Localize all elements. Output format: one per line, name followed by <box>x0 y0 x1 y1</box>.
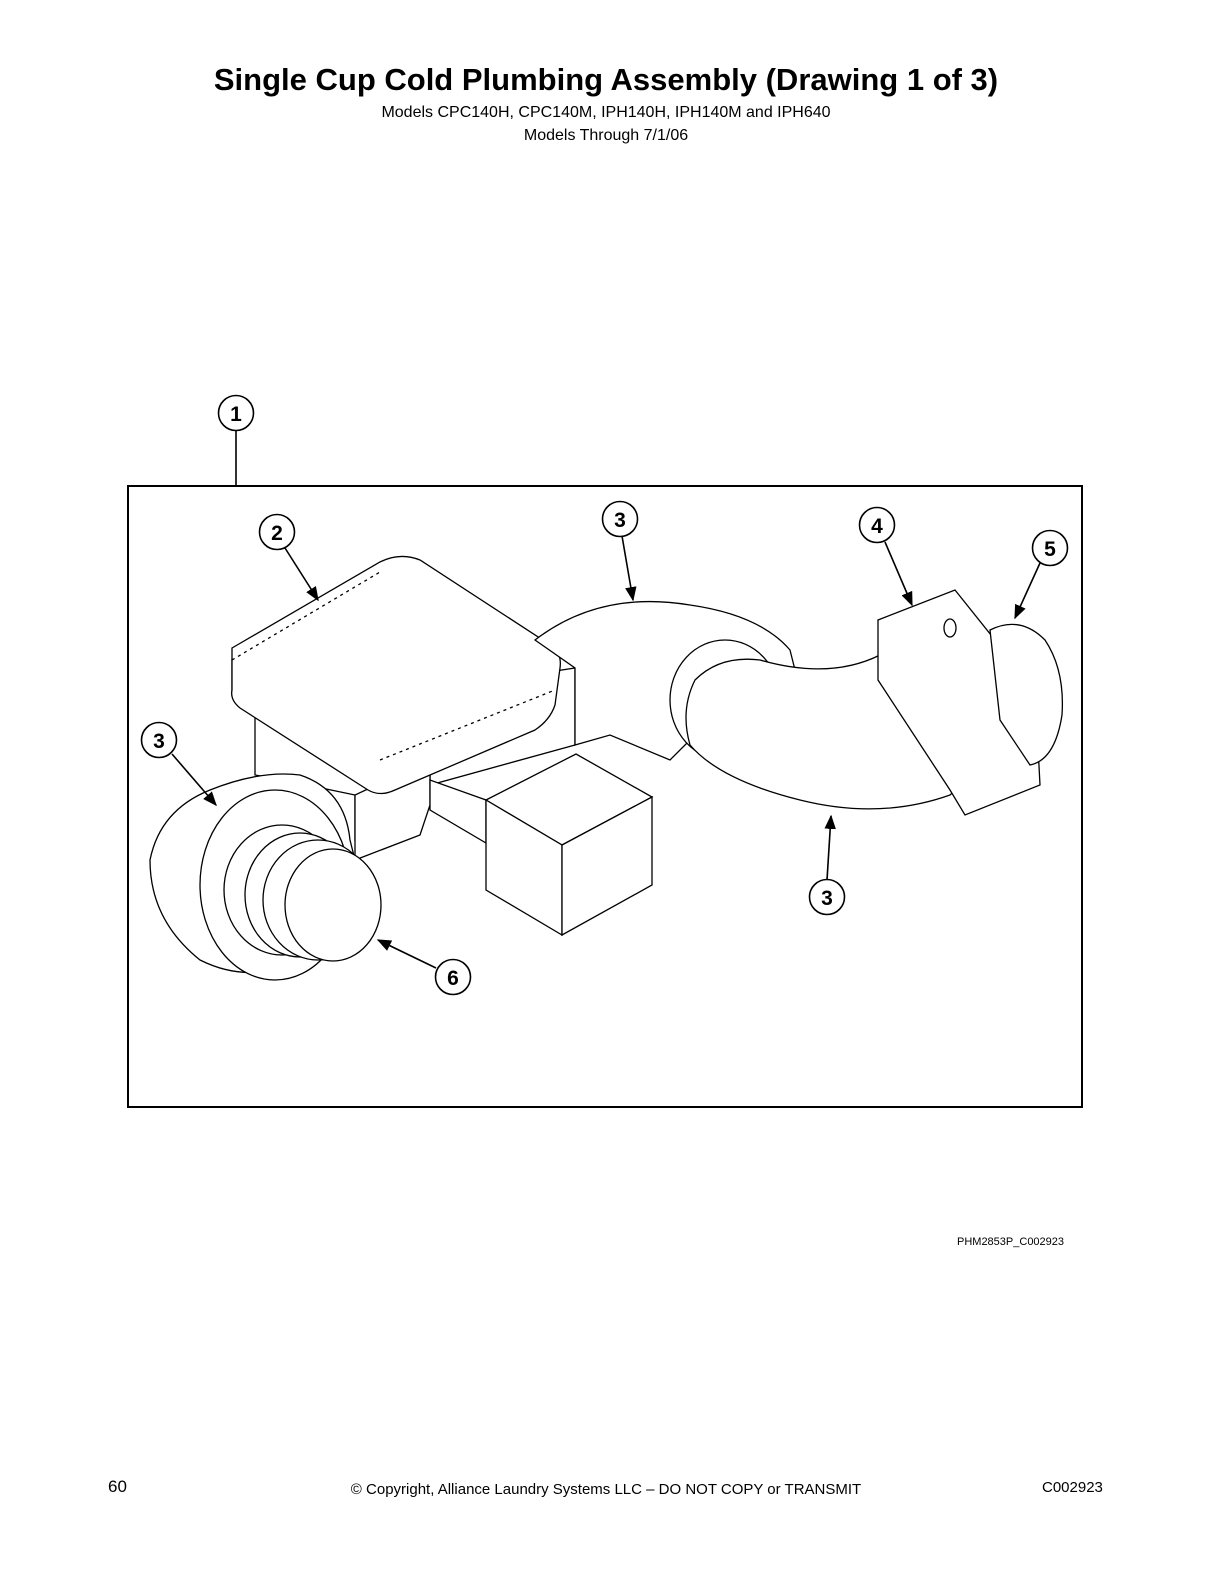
callout-label: 4 <box>871 515 883 538</box>
callout-bubble-5: 5 <box>1031 529 1069 567</box>
callout-bubble-4: 4 <box>858 506 896 544</box>
callout-label: 3 <box>821 887 833 910</box>
leader-3-bottom <box>824 814 836 881</box>
leader-3-left <box>171 753 217 807</box>
flange-hole <box>943 618 957 638</box>
solenoid-side <box>429 779 487 845</box>
copyright-notice: © Copyright, Alliance Laundry Systems LL… <box>350 1481 862 1498</box>
leader-2 <box>284 547 319 602</box>
models-subtitle: Models CPC140H, CPC140M, IPH140H, IPH140… <box>381 104 831 121</box>
solenoid-right <box>561 795 653 937</box>
callout-label: 6 <box>447 967 459 990</box>
page-number: 60 <box>108 1477 127 1496</box>
callout-bubble-3-bottom: 3 <box>808 878 846 916</box>
callout-bubble-1: 1 <box>217 394 255 432</box>
callout-label: 3 <box>153 730 165 753</box>
hose-fitting <box>989 623 1064 766</box>
leader-4 <box>884 541 913 607</box>
callout-label: 3 <box>614 509 626 532</box>
callout-leaders <box>171 535 1041 969</box>
callout-bubble-3-top: 3 <box>601 500 639 538</box>
parts-drawing <box>149 555 1064 981</box>
callout-label: 1 <box>230 403 242 426</box>
valve-cover-top <box>231 571 556 761</box>
page-title: Single Cup Cold Plumbing Assembly (Drawi… <box>213 62 999 97</box>
drawing-id: PHM2853P_C002923 <box>957 1236 1065 1248</box>
callout-bubble-2: 2 <box>258 513 296 551</box>
leader-6 <box>376 939 437 969</box>
callout-bubble-6: 6 <box>434 958 472 996</box>
callout-bubble-3-left: 3 <box>140 721 178 759</box>
connector-ring-4 <box>284 848 382 962</box>
leader-5 <box>1014 562 1041 620</box>
callout-label: 2 <box>271 522 283 545</box>
valve-cover <box>231 555 561 795</box>
assembly-frame <box>127 485 1083 1108</box>
document-code: C002923 <box>1042 1479 1103 1496</box>
models-through-subtitle: Models Through 7/1/06 <box>523 127 689 144</box>
callout-label: 5 <box>1044 538 1056 561</box>
leader-3-top <box>621 535 637 602</box>
